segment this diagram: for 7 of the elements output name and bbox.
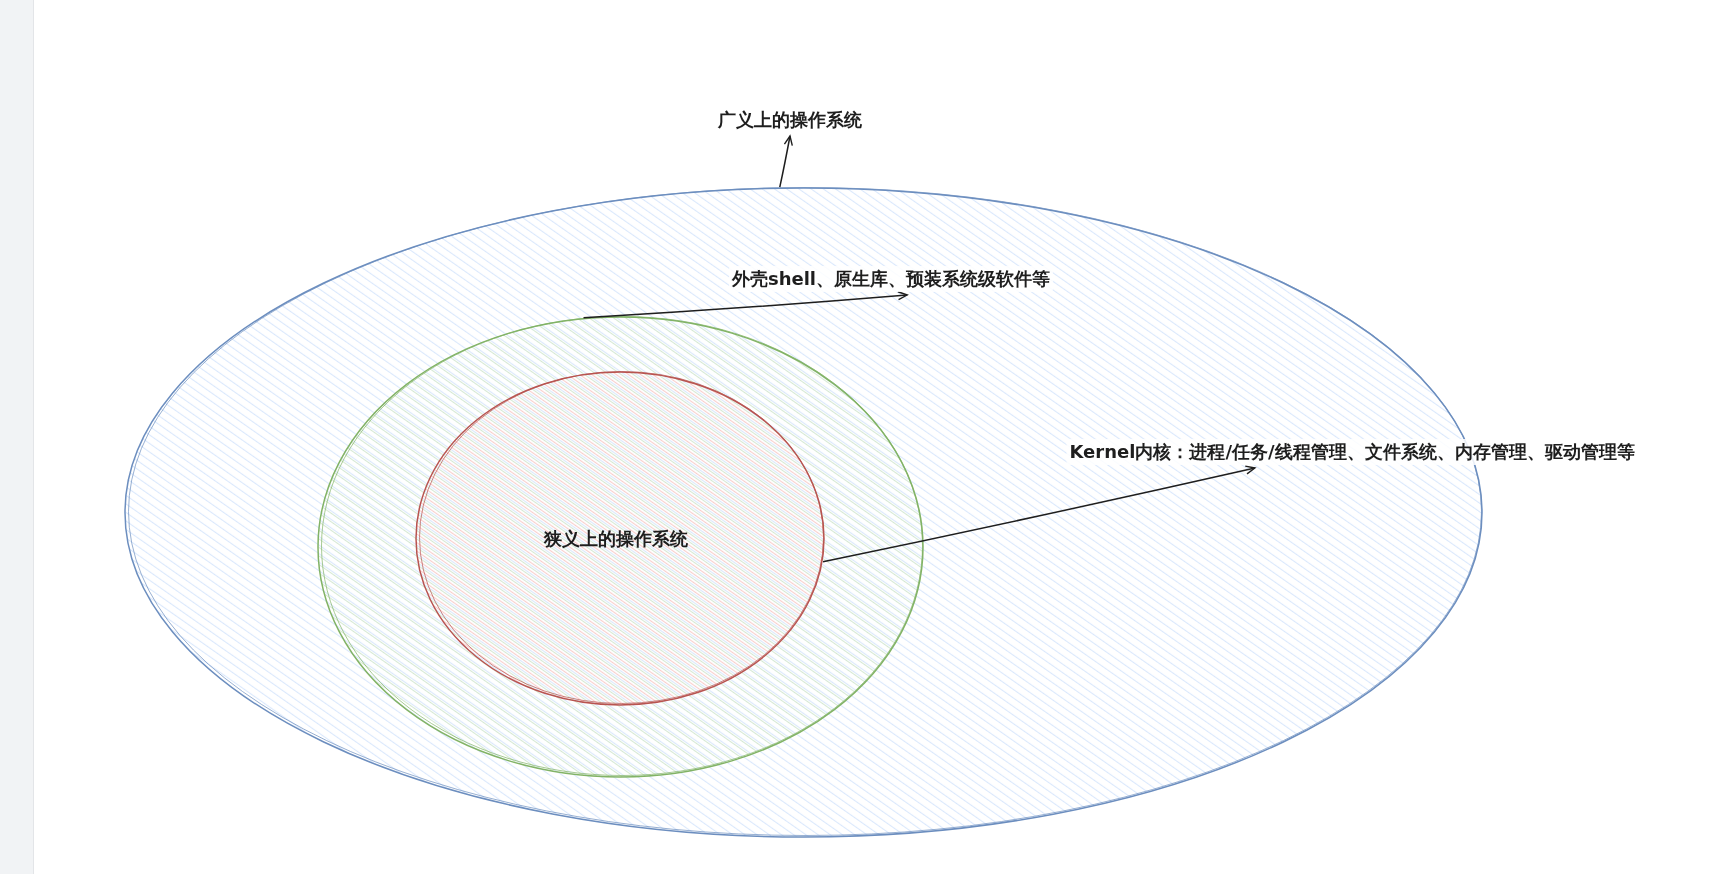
arrow (779, 135, 793, 188)
annotation-text: 广义上的操作系统 (715, 107, 865, 133)
annotation-text: 外壳shell、原生库、预装系统级软件等 (728, 266, 1054, 292)
annotation-text: Kernel内核：进程/任务/线程管理、文件系统、内存管理、驱动管理等 (1066, 439, 1638, 465)
ellipse-label: 狭义上的操作系统 (543, 526, 688, 551)
arrow (822, 465, 1256, 563)
arrow (582, 291, 908, 319)
